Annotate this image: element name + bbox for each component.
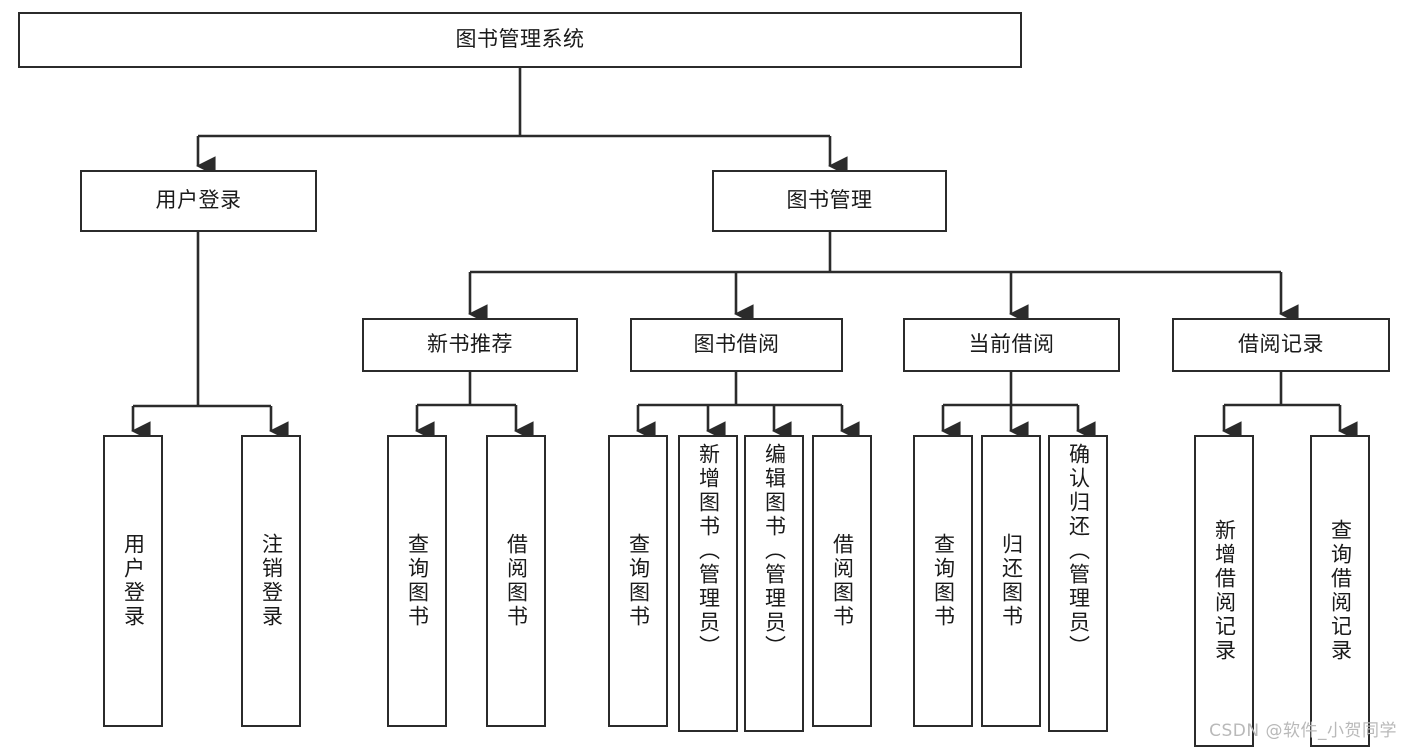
leaf-return-books-label: 归还图书 — [999, 533, 1024, 629]
leaf-query-books-borrow-inner: 查询图书 — [610, 437, 666, 725]
leaf-borrow-books-recommend-inner: 借阅图书 — [488, 437, 544, 725]
leaf-user-login-inner: 用户登录 — [105, 437, 161, 725]
leaf-query-books-borrow[interactable]: 查询图书 — [608, 435, 668, 727]
connector-group-borrow — [636, 372, 860, 441]
connector-group-current-borrow — [941, 372, 1096, 441]
leaf-query-borrow-record-label: 查询借阅记录 — [1328, 519, 1353, 663]
node-borrow-records-label: 借阅记录 — [1238, 332, 1324, 357]
connector-group-user-login — [131, 232, 289, 441]
leaf-borrow-books-inner: 借阅图书 — [814, 437, 870, 725]
leaf-borrow-books-recommend-label: 借阅图书 — [504, 533, 529, 629]
leaf-user-login-label: 用户登录 — [121, 533, 146, 629]
leaf-query-borrow-record-inner: 查询借阅记录 — [1312, 437, 1368, 745]
leaf-query-books-current-label: 查询图书 — [931, 533, 956, 629]
leaf-add-book-admin-inner: 新增图书（管理员） — [680, 437, 736, 730]
leaf-logout-label: 注销登录 — [259, 533, 284, 629]
node-book-borrow-label: 图书借阅 — [693, 332, 780, 357]
leaf-query-books-recommend[interactable]: 查询图书 — [387, 435, 447, 727]
node-root[interactable]: 图书管理系统 — [18, 12, 1022, 68]
node-current-borrow-label: 当前借阅 — [968, 332, 1055, 357]
leaf-query-books-recommend-label: 查询图书 — [405, 533, 430, 629]
leaf-query-books-borrow-label: 查询图书 — [626, 533, 651, 629]
leaf-edit-book-admin[interactable]: 编辑图书（管理员） — [744, 435, 804, 732]
connector-group-records — [1222, 372, 1358, 441]
leaf-borrow-books-recommend[interactable]: 借阅图书 — [486, 435, 546, 727]
leaf-edit-book-admin-inner: 编辑图书（管理员） — [746, 437, 802, 730]
connector-group-new-books — [415, 372, 534, 441]
leaf-add-borrow-record-inner: 新增借阅记录 — [1196, 437, 1252, 745]
node-new-book-recommend-label: 新书推荐 — [427, 332, 513, 357]
leaf-confirm-return-admin-label: 确认归还（管理员） — [1066, 443, 1091, 659]
leaf-return-books[interactable]: 归还图书 — [981, 435, 1041, 727]
leaf-logout[interactable]: 注销登录 — [241, 435, 301, 727]
connector-group-book-mgmt — [468, 232, 1299, 324]
leaf-add-book-admin[interactable]: 新增图书（管理员） — [678, 435, 738, 732]
leaf-add-book-admin-label: 新增图书（管理员） — [696, 443, 721, 659]
leaf-query-books-current[interactable]: 查询图书 — [913, 435, 973, 727]
leaf-confirm-return-admin[interactable]: 确认归还（管理员） — [1048, 435, 1108, 732]
leaf-add-borrow-record[interactable]: 新增借阅记录 — [1194, 435, 1254, 747]
leaf-query-borrow-record[interactable]: 查询借阅记录 — [1310, 435, 1370, 747]
leaf-return-books-inner: 归还图书 — [983, 437, 1039, 725]
leaf-confirm-return-admin-inner: 确认归还（管理员） — [1050, 437, 1106, 730]
node-user-login-label: 用户登录 — [155, 188, 242, 213]
connector-group-root — [196, 68, 848, 176]
node-book-borrow[interactable]: 图书借阅 — [630, 318, 843, 372]
leaf-edit-book-admin-label: 编辑图书（管理员） — [762, 443, 787, 659]
node-new-book-recommend[interactable]: 新书推荐 — [362, 318, 578, 372]
node-root-label: 图书管理系统 — [455, 27, 585, 52]
leaf-logout-inner: 注销登录 — [243, 437, 299, 725]
node-borrow-records[interactable]: 借阅记录 — [1172, 318, 1390, 372]
leaf-add-borrow-record-label: 新增借阅记录 — [1212, 519, 1237, 663]
node-book-management-label: 图书管理 — [786, 188, 873, 213]
node-user-login[interactable]: 用户登录 — [80, 170, 317, 232]
node-book-management[interactable]: 图书管理 — [712, 170, 947, 232]
leaf-query-books-recommend-inner: 查询图书 — [389, 437, 445, 725]
leaf-user-login[interactable]: 用户登录 — [103, 435, 163, 727]
leaf-query-books-current-inner: 查询图书 — [915, 437, 971, 725]
leaf-borrow-books-label: 借阅图书 — [830, 533, 855, 629]
node-current-borrow[interactable]: 当前借阅 — [903, 318, 1120, 372]
leaf-borrow-books[interactable]: 借阅图书 — [812, 435, 872, 727]
